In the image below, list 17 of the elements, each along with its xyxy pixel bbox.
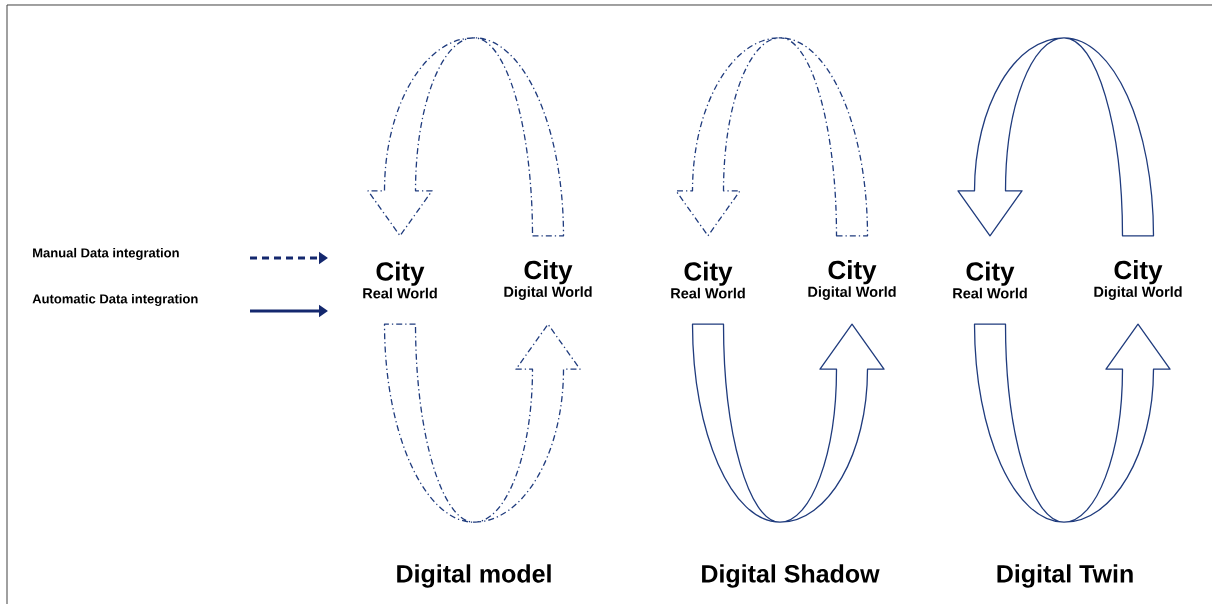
panel-title: Digital model [397, 564, 551, 588]
block-arrow [973, 323, 1171, 523]
legend-text: Automatic Data integration [32, 293, 198, 307]
city-label: City Digital World [1094, 260, 1182, 300]
panel-title: Digital Twin [997, 564, 1133, 588]
block-arrow [691, 323, 885, 523]
city-label: City Digital World [504, 260, 592, 300]
city-label: City Real World [953, 261, 1027, 299]
block-arrow [675, 37, 869, 237]
legend-text: Manual Data integration [33, 247, 179, 261]
block-arrow [367, 37, 565, 237]
block-arrow [957, 37, 1155, 237]
panel-title: Digital Shadow [702, 564, 880, 588]
city-label: City Real World [671, 261, 745, 299]
city-label: City Digital World [808, 260, 896, 300]
block-arrow [383, 323, 581, 523]
city-label: City Real World [363, 261, 437, 299]
